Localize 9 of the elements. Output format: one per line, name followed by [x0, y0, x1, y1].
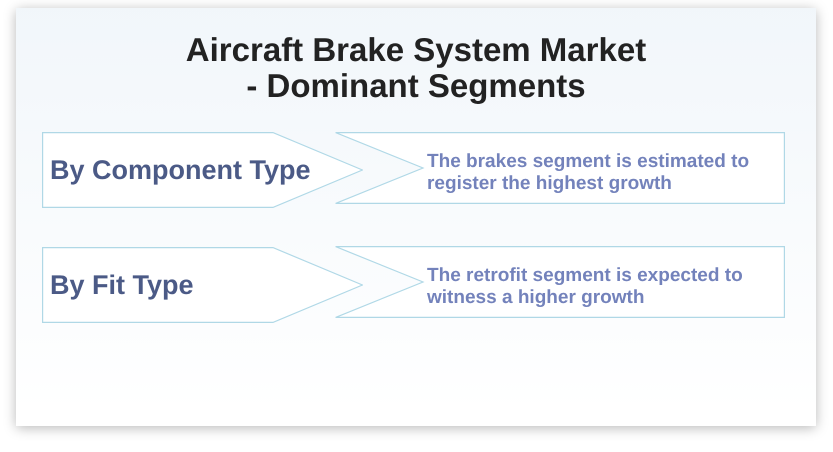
- diagram-title: Aircraft Brake System Market - Dominant Segments: [184, 32, 648, 104]
- notched-banner-box: [335, 246, 785, 318]
- segment-heading: By Component Type: [50, 154, 311, 186]
- segment-description: The brakes segment is estimated to register the highest growth: [427, 151, 750, 195]
- segment-description: The retrofit segment is expected to witness a higher growth: [427, 265, 744, 309]
- arrow-shaped-box: [42, 247, 363, 323]
- segment-heading: By Fit Type: [50, 269, 194, 301]
- notched-banner-box: [335, 132, 785, 204]
- arrow-shaped-box: [42, 132, 363, 208]
